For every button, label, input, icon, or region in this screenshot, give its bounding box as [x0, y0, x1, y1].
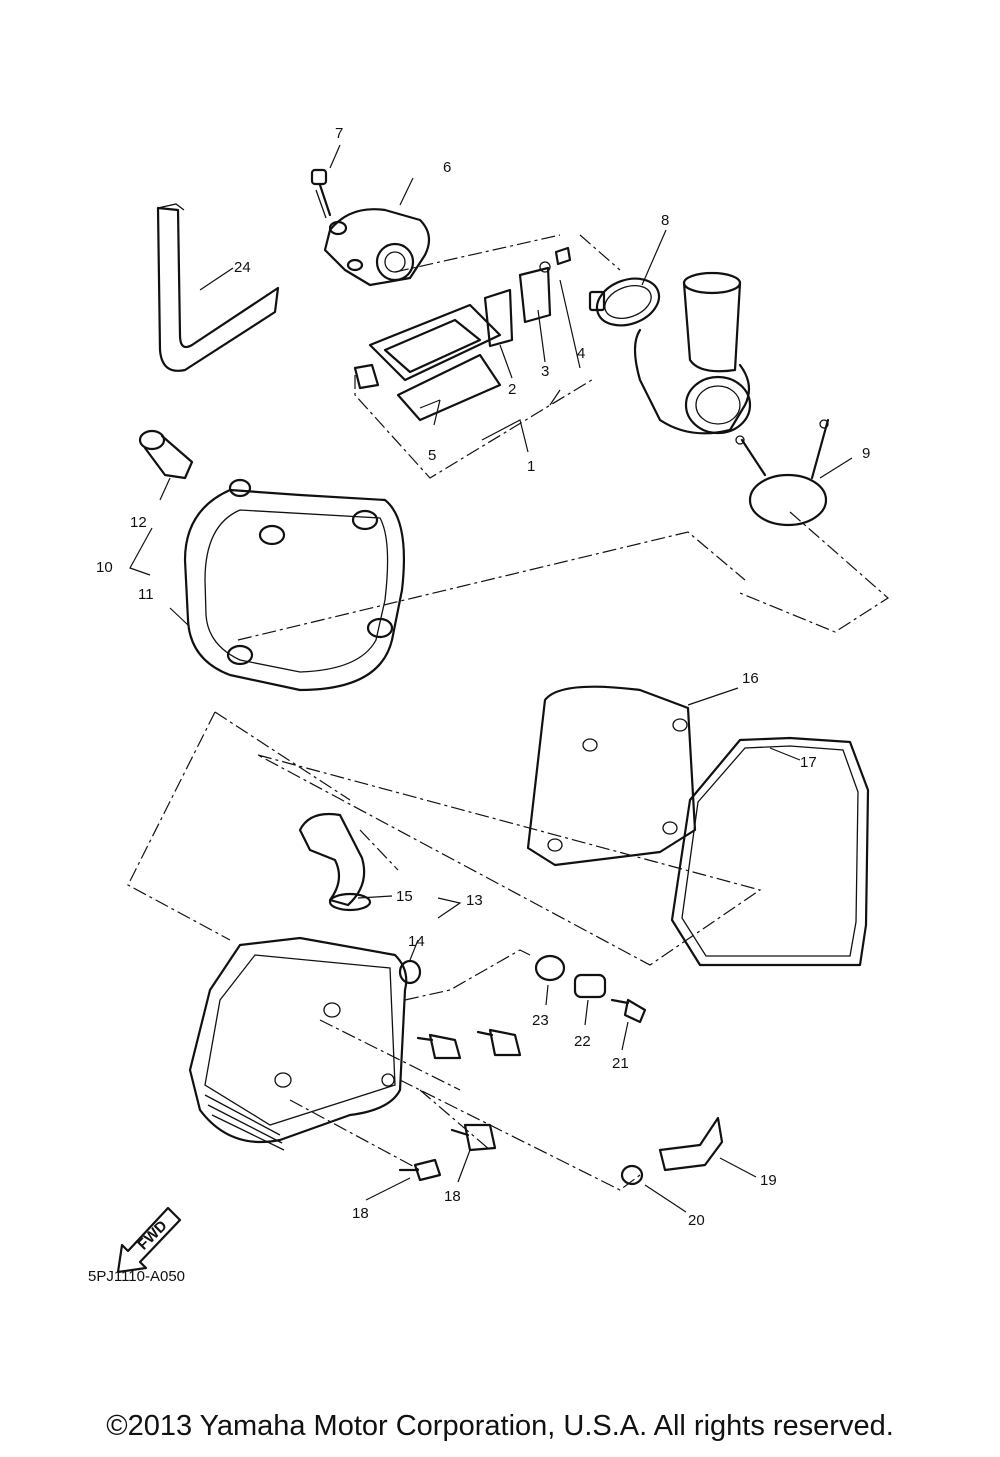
element-16 [526, 685, 697, 867]
callout-18-right: 18 [444, 1188, 461, 1205]
callout-23: 23 [532, 1012, 549, 1029]
joint-6 [323, 208, 431, 287]
air-filter-case [188, 936, 408, 1151]
carburetor [633, 271, 752, 435]
callout-20: 20 [688, 1212, 705, 1229]
callout-1: 1 [527, 458, 535, 475]
callout-6: 6 [443, 159, 451, 176]
callout-15: 15 [396, 888, 413, 905]
callout-4: 4 [577, 345, 585, 362]
bolt-7 [310, 168, 332, 219]
callout-11: 11 [138, 586, 154, 603]
callout-9: 9 [862, 445, 870, 462]
callout-16: 16 [742, 670, 759, 687]
callout-14: 14 [408, 933, 425, 950]
callout-2: 2 [508, 381, 516, 398]
leader-lines [129, 144, 853, 1213]
callout-3: 3 [541, 363, 549, 380]
callout-22: 22 [574, 1033, 591, 1050]
joint-15 [298, 812, 372, 912]
callout-7: 7 [335, 125, 343, 142]
callout-8: 8 [661, 212, 669, 229]
callout-19: 19 [760, 1172, 777, 1189]
clamp-8 [588, 277, 661, 327]
clip-9 [735, 418, 830, 527]
reed-valve-assembly [353, 246, 572, 422]
callout-labels: 1 2 3 4 5 6 7 8 9 10 11 12 13 14 15 16 1… [96, 125, 870, 1229]
callout-18-left: 18 [352, 1205, 369, 1222]
diagram-reference-code: 5PJ1110-A050 [88, 1268, 186, 1285]
hose-24 [156, 203, 280, 372]
fwd-arrow-icon: FWD [116, 1206, 182, 1274]
callout-24: 24 [234, 259, 251, 276]
copyright-notice: ©2013 Yamaha Motor Corporation, U.S.A. A… [106, 1410, 894, 1442]
callout-10: 10 [96, 559, 113, 576]
callout-5: 5 [428, 447, 436, 464]
callout-21: 21 [612, 1055, 629, 1072]
callout-17: 17 [800, 754, 817, 771]
callout-13: 13 [466, 892, 483, 909]
case-cover-11 [183, 478, 405, 692]
gasket-17 [670, 736, 870, 967]
assembly-lines [127, 234, 889, 1191]
cap-12 [138, 429, 194, 480]
callout-12: 12 [130, 514, 147, 531]
fasteners [398, 954, 724, 1186]
